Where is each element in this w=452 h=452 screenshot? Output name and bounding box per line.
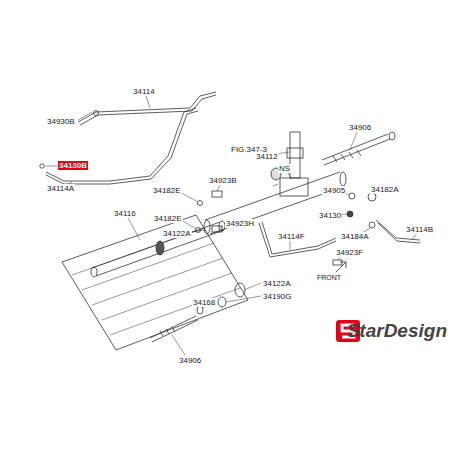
callout-number: 34930B [46, 117, 76, 126]
return-pipe [46, 111, 198, 184]
callout-number: 34906 [178, 356, 202, 365]
rack-shaft [92, 222, 224, 276]
bushing [156, 241, 164, 255]
callout-number: 34130 [318, 211, 342, 220]
clip [369, 222, 375, 228]
gear-housing-end [204, 220, 210, 234]
watermark: StarDesign [346, 320, 448, 341]
boot [333, 150, 361, 162]
callout-number: 34116 [113, 209, 137, 218]
callout-number: 34906 [348, 123, 372, 132]
washer [197, 306, 203, 314]
callout-number: 34182E [153, 214, 183, 223]
callout-number: 34182A [370, 185, 400, 194]
selected-callout: 34130B [58, 161, 88, 170]
rack-housing-frame [62, 215, 248, 350]
callout-number: 34122A [262, 279, 292, 288]
bushing [235, 283, 245, 297]
gear-housing-end [340, 172, 346, 186]
bracket [333, 260, 342, 265]
bracket [212, 191, 222, 197]
pipe [262, 222, 336, 254]
nut [218, 297, 226, 307]
bushing [91, 267, 97, 277]
washer [368, 193, 376, 201]
callout-number: 34923H [225, 219, 255, 228]
bolt [196, 228, 201, 233]
callout-number: 34114A [46, 184, 75, 193]
valve-housing [280, 178, 308, 196]
nut [349, 193, 355, 199]
callout-number: 34112 [255, 152, 279, 161]
callout-number: 34168 [192, 298, 216, 307]
callout-number: 34114B [405, 225, 434, 234]
return-pipe [46, 108, 196, 181]
bolt [198, 201, 203, 206]
callout-number: 34923F [335, 248, 364, 257]
callout-number: FRONT [316, 273, 342, 282]
o-ring [40, 164, 44, 168]
callout-number: 34122A [162, 229, 192, 238]
pressure-pipe [80, 95, 216, 125]
callout-number: 34923B [208, 176, 238, 185]
gear-housing [205, 172, 345, 234]
tie-rod [322, 134, 390, 165]
leader-lines [45, 96, 417, 355]
callout-number: 34114F [277, 232, 306, 241]
o-ring [347, 211, 353, 217]
callout-number: NS [278, 164, 291, 173]
pinion-column [287, 148, 303, 158]
tie-rod-end [389, 132, 395, 140]
callout-number: 34184A [340, 232, 370, 241]
front-arrow [336, 262, 346, 272]
bracket [212, 226, 222, 232]
callout-number: 34182E [152, 186, 182, 195]
callout-number: 34114 [132, 87, 156, 96]
pipe [259, 223, 336, 257]
callout-number: 34905 [322, 186, 346, 195]
pinion-column [290, 132, 300, 178]
callout-number: 34190G [262, 292, 292, 301]
pipe-nut [94, 111, 99, 116]
boot [160, 327, 175, 336]
